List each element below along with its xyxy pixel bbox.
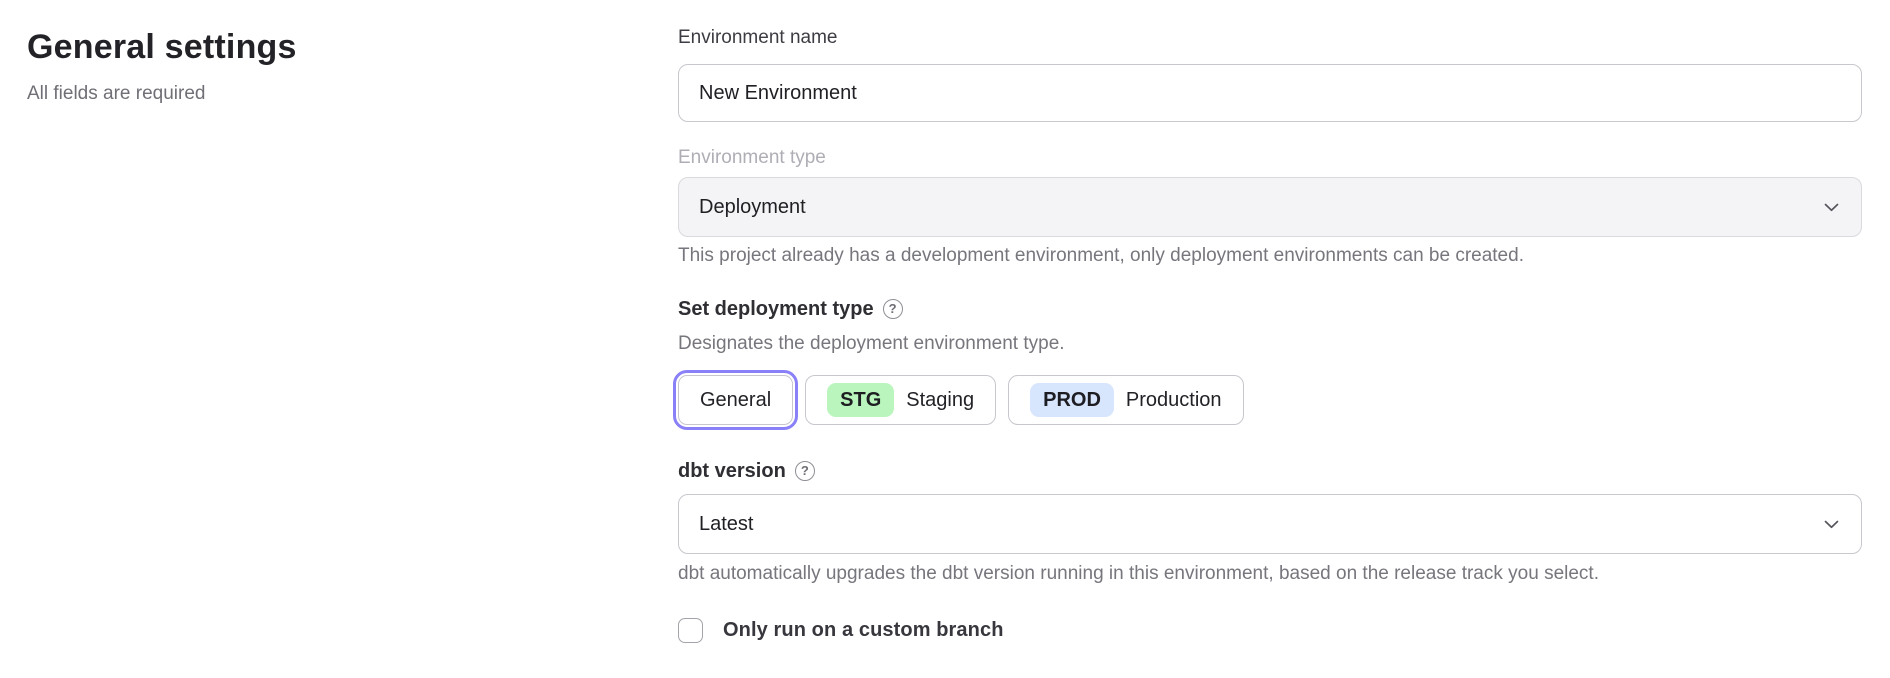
general-settings-form: Environment name Environment type Deploy… [678, 26, 1862, 643]
chevron-down-icon [1824, 203, 1839, 212]
staging-badge: STG [827, 383, 894, 417]
option-general-label: General [700, 389, 771, 412]
custom-branch-checkbox[interactable] [678, 618, 703, 643]
deployment-type-option-general[interactable]: General [678, 375, 793, 425]
question-mark-circle-icon[interactable] [883, 299, 903, 319]
environment-name-input[interactable] [678, 64, 1862, 122]
environment-type-value: Deployment [699, 196, 806, 219]
dbt-version-label-text: dbt version [678, 458, 786, 484]
dbt-version-value: Latest [699, 513, 753, 536]
page-subtitle: All fields are required [27, 83, 627, 105]
dbt-version-select[interactable]: Latest [678, 494, 1862, 554]
question-mark-circle-icon[interactable] [795, 461, 815, 481]
settings-header: General settings All fields are required [27, 28, 627, 105]
option-staging-label: Staging [906, 389, 974, 412]
custom-branch-row: Only run on a custom branch [678, 618, 1862, 643]
dbt-version-helper: dbt automatically upgrades the dbt versi… [678, 562, 1862, 586]
dbt-version-section-label: dbt version [678, 458, 1862, 484]
environment-name-label: Environment name [678, 26, 1862, 50]
environment-type-select: Deployment [678, 177, 1862, 237]
page-title: General settings [27, 28, 627, 67]
environment-type-label: Environment type [678, 146, 1862, 170]
deployment-type-helper: Designates the deployment environment ty… [678, 332, 1862, 356]
environment-type-helper: This project already has a development e… [678, 244, 1862, 268]
custom-branch-label[interactable]: Only run on a custom branch [723, 619, 1004, 642]
production-badge: PROD [1030, 383, 1114, 417]
deployment-type-label-text: Set deployment type [678, 296, 874, 322]
deployment-type-option-production[interactable]: PROD Production [1008, 375, 1243, 425]
deployment-type-options: General STG Staging PROD Production [678, 368, 1862, 432]
deployment-type-section-label: Set deployment type [678, 296, 1862, 322]
deployment-type-option-staging[interactable]: STG Staging [805, 375, 996, 425]
chevron-down-icon [1824, 520, 1839, 529]
option-production-label: Production [1126, 389, 1222, 412]
